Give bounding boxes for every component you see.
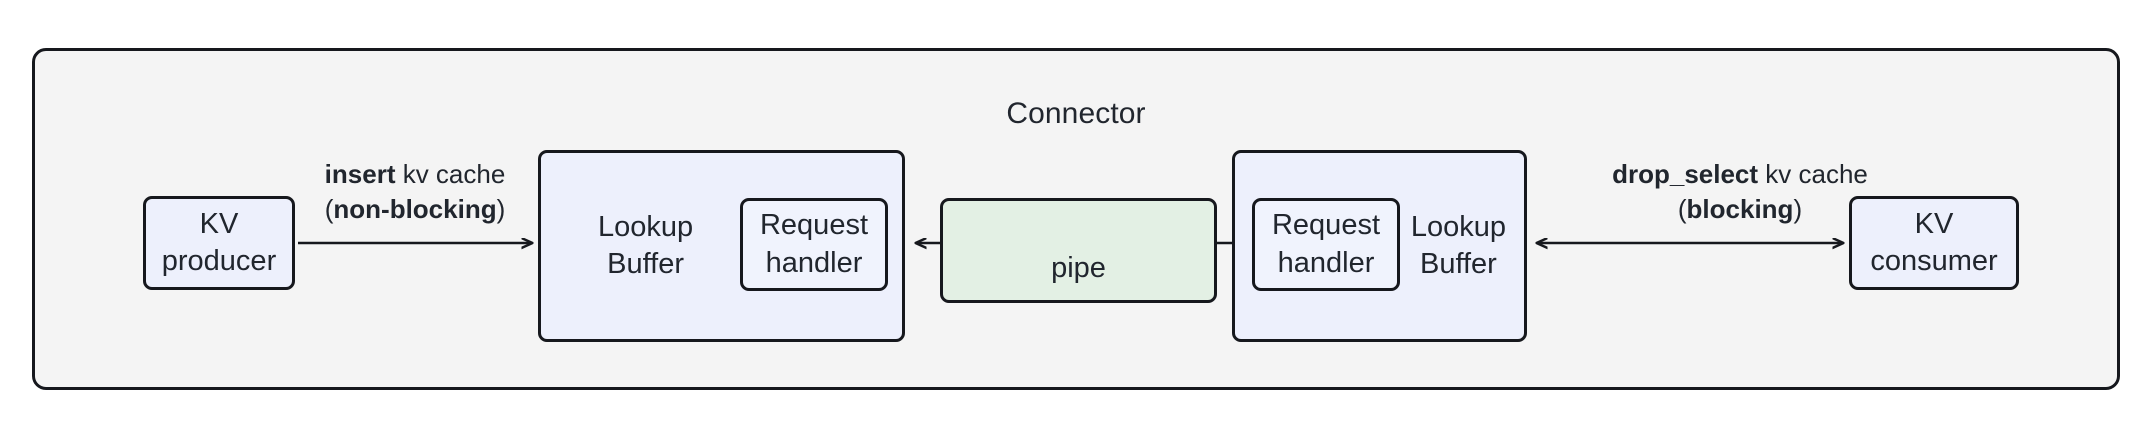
node-pipe-label: pipe — [1051, 251, 1106, 284]
edge-label-insert-line2: (non-blocking) — [290, 192, 540, 227]
edge-label-drop-select-rest: kv cache — [1758, 159, 1868, 189]
edge-label-insert-paren-close: ) — [496, 193, 506, 224]
edge-label-drop-select-paren-close: ) — [1793, 193, 1803, 224]
edge-label-drop-select-mode: blocking — [1686, 193, 1794, 224]
edge-label-drop-select-line1: drop_select kv cache — [1545, 157, 1935, 192]
edge-label-insert-line1: insert kv cache — [290, 157, 540, 192]
node-pipe[interactable]: pipe — [940, 198, 1217, 303]
edge-label-insert-paren-open: ( — [324, 193, 334, 224]
edge-label-drop-select-paren-open: ( — [1677, 193, 1687, 224]
edge-label-insert-mode: non-blocking — [333, 193, 497, 224]
edge-label-drop-select-line2: (blocking) — [1545, 192, 1935, 227]
edge-label-drop-select-strong: drop_select — [1612, 159, 1759, 189]
edge-label-insert: insert kv cache (non-blocking) — [290, 157, 540, 226]
edge-label-insert-strong: insert — [324, 159, 396, 189]
edge-label-insert-rest: kv cache — [395, 159, 506, 189]
connector-title: Connector — [1006, 97, 1146, 130]
edge-label-drop-select: drop_select kv cache (blocking) — [1545, 157, 1935, 226]
